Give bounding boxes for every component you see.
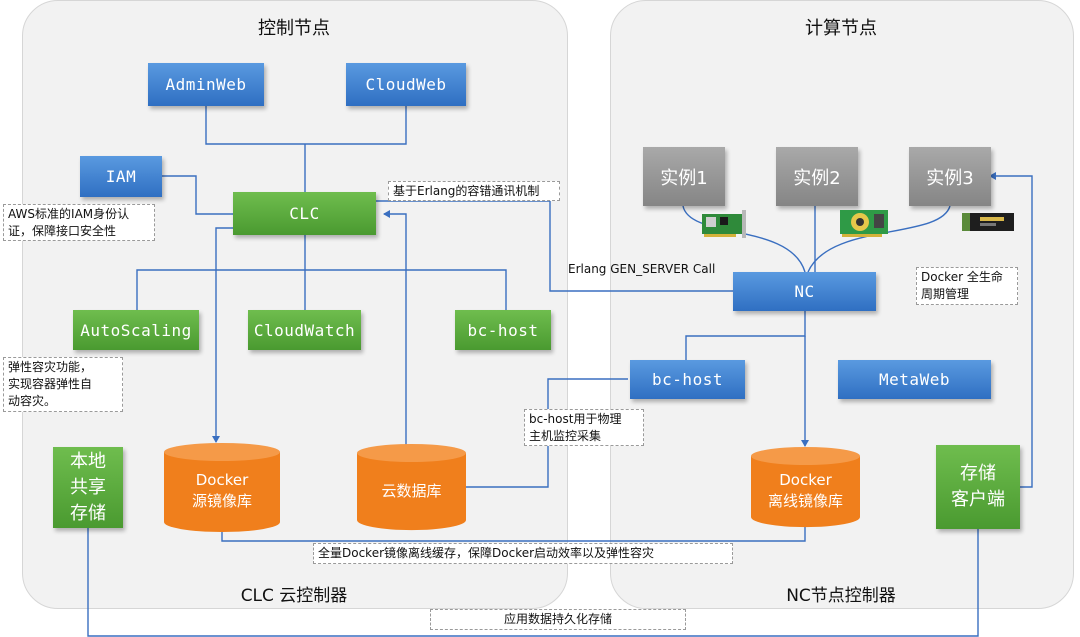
instance3-box: 实例3 [909,147,991,206]
adminweb-box: AdminWeb [148,63,264,106]
docker-lifecycle-note: Docker 全生命 周期管理 [916,267,1018,305]
cylinder-shape [357,444,466,531]
cloud-database-cylinder: 云数据库 [356,443,467,531]
metaweb-box: MetaWeb [838,360,991,399]
cloud-database-label: 云数据库 [381,482,442,500]
clc-controller-label: CLC 云控制器 [240,586,348,606]
storage-client-box: 存储 客户端 [936,445,1020,529]
local-shared-storage-box: 本地 共享 存储 [53,447,123,528]
nc-controller-label: NC节点控制器 [786,586,896,606]
ssd-card-icon [960,207,1018,237]
bchost-compute-box: bc-host [630,360,745,399]
cloudwatch-box: CloudWatch [248,310,361,350]
control-node-title: 控制节点 [258,18,330,39]
autoscaling-note: 弹性容灾功能， 实现容器弹性自 动容灾。 [3,357,123,412]
cylinder-shape [164,443,280,532]
gpu-card-icon [838,204,892,240]
autoscaling-box: AutoScaling [73,310,199,350]
docker-source-repo-cylinder: Docker 源镜像库 [163,442,281,534]
network-card-icon [700,206,748,240]
docker-offline-repo-label: Docker 离线镜像库 [767,471,843,510]
instance1-box: 实例1 [643,147,725,206]
cylinder-shape [751,447,860,528]
clc-box: CLC [233,192,376,235]
docker-offline-repo-cylinder: Docker 离线镜像库 [750,446,861,528]
iam-box: IAM [80,156,162,197]
docker-source-repo-label: Docker 源镜像库 [191,471,252,510]
instance2-box: 实例2 [776,147,858,206]
nc-box: NC [733,272,876,311]
cloudweb-box: CloudWeb [346,63,466,106]
image-cache-note: 全量Docker镜像离线缓存，保障Docker启动效率以及弹性容灾 [313,543,733,564]
iam-note: AWS标准的IAM身份认 证，保障接口安全性 [3,204,155,241]
bchost-control-box: bc-host [455,310,551,350]
persist-storage-note: 应用数据持久化存储 [430,609,686,630]
bchost-usage-note: bc-host用于物理 主机监控采集 [524,409,644,446]
erlang-call-label: Erlang GEN_SERVER Call [568,262,716,276]
erlang-mechanism-note: 基于Erlang的容错通讯机制 [388,181,560,201]
compute-node-title: 计算节点 [805,18,877,39]
